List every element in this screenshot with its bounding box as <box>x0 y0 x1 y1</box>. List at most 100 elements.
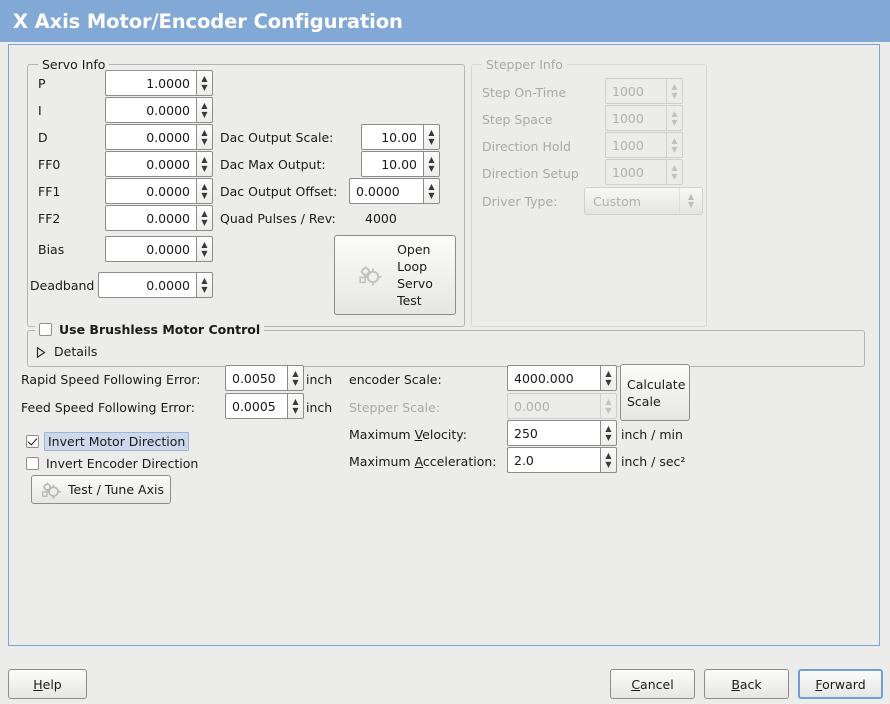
spin-maximum-velocity-value[interactable]: 250 <box>507 420 600 446</box>
chevron-up-icon[interactable]: ▲ <box>201 101 208 110</box>
chevron-down-icon[interactable]: ▼ <box>201 249 208 258</box>
spin-dac-max-output-value[interactable]: 10.00 <box>361 151 423 177</box>
calculate-scale-button[interactable]: Calculate Scale <box>620 364 690 421</box>
chevron-down-icon[interactable]: ▼ <box>201 83 208 92</box>
spin-i[interactable]: 0.0000 ▲▼ <box>105 97 213 123</box>
spin-p-value[interactable]: 1.0000 <box>105 70 196 96</box>
chevron-down-icon[interactable]: ▼ <box>605 460 612 469</box>
spin-deadband-value[interactable]: 0.0000 <box>98 272 196 298</box>
spin-maximum-acceleration[interactable]: 2.0 ▲▼ <box>507 447 617 473</box>
chevron-down-icon[interactable]: ▼ <box>201 191 208 200</box>
spin-rapid-stepper[interactable]: ▲▼ <box>287 365 304 391</box>
chevron-up-icon[interactable]: ▲ <box>201 276 208 285</box>
chevron-up-icon[interactable]: ▲ <box>201 209 208 218</box>
chevron-up-icon[interactable]: ▲ <box>428 155 435 164</box>
help-button[interactable]: Help <box>8 669 87 699</box>
spin-dac-output-scale[interactable]: 10.00 ▲▼ <box>361 124 440 150</box>
chevron-right-icon[interactable] <box>36 346 46 358</box>
spin-bias[interactable]: 0.0000 ▲▼ <box>105 236 213 262</box>
forward-button[interactable]: Forward <box>798 669 883 699</box>
spin-ff1-value[interactable]: 0.0000 <box>105 178 196 204</box>
spin-encoder-scale-stepper[interactable]: ▲▼ <box>600 365 617 391</box>
test-tune-axis-button[interactable]: Test / Tune Axis <box>31 475 171 504</box>
chevron-up-icon[interactable]: ▲ <box>605 369 612 378</box>
spin-p[interactable]: 1.0000 ▲▼ <box>105 70 213 96</box>
cancel-button[interactable]: Cancel <box>610 669 695 699</box>
spin-feed-stepper[interactable]: ▲▼ <box>287 393 304 419</box>
chevron-up-icon[interactable]: ▲ <box>428 128 435 137</box>
spin-ff0-value[interactable]: 0.0000 <box>105 151 196 177</box>
chevron-up-icon[interactable]: ▲ <box>428 182 435 191</box>
chevron-down-icon[interactable]: ▼ <box>292 378 299 387</box>
chevron-down-icon[interactable]: ▼ <box>292 406 299 415</box>
checkbox-box[interactable] <box>39 323 52 336</box>
spin-ff0-stepper[interactable]: ▲▼ <box>196 151 213 177</box>
spin-dac-output-scale-stepper[interactable]: ▲▼ <box>423 124 440 150</box>
chevron-up-icon[interactable]: ▲ <box>201 155 208 164</box>
spin-i-value[interactable]: 0.0000 <box>105 97 196 123</box>
chevron-down-icon[interactable]: ▼ <box>201 285 208 294</box>
chevron-up-icon[interactable]: ▲ <box>201 240 208 249</box>
chevron-up-icon: ▲ <box>671 82 678 91</box>
chevron-down-icon[interactable]: ▼ <box>201 164 208 173</box>
use-brushless-motor-control-checkbox[interactable]: Use Brushless Motor Control <box>35 322 265 337</box>
chevron-up-icon[interactable]: ▲ <box>201 182 208 191</box>
chevron-down-icon[interactable]: ▼ <box>201 218 208 227</box>
chevron-down-icon[interactable]: ▼ <box>428 137 435 146</box>
chevron-up-icon[interactable]: ▲ <box>292 397 299 406</box>
open-loop-servo-test-button[interactable]: Open Loop Servo Test <box>334 235 456 315</box>
checkbox-box[interactable] <box>26 435 39 448</box>
back-button[interactable]: Back <box>704 669 789 699</box>
spin-ff2-value[interactable]: 0.0000 <box>105 205 196 231</box>
chevron-down-icon[interactable]: ▼ <box>201 137 208 146</box>
spin-feed-following-error[interactable]: 0.0005 ▲▼ <box>225 393 304 419</box>
spin-rapid-following-error-value[interactable]: 0.0050 <box>225 365 287 391</box>
invert-motor-direction-checkbox[interactable]: Invert Motor Direction <box>26 432 190 451</box>
spin-maximum-acceleration-stepper[interactable]: ▲▼ <box>600 447 617 473</box>
spin-ff0[interactable]: 0.0000 ▲▼ <box>105 151 213 177</box>
unit-rapid-following-error: inch <box>306 372 333 387</box>
spin-dac-max-output[interactable]: 10.00 ▲▼ <box>361 151 440 177</box>
details-expander[interactable]: Details <box>36 344 97 360</box>
spin-dac-output-scale-value[interactable]: 10.00 <box>361 124 423 150</box>
gears-icon <box>359 266 382 286</box>
spin-p-stepper[interactable]: ▲▼ <box>196 70 213 96</box>
chevron-up-icon[interactable]: ▲ <box>201 128 208 137</box>
chevron-down-icon[interactable]: ▼ <box>605 378 612 387</box>
spin-dac-output-offset[interactable]: 0.0000 ▲▼ <box>349 178 440 204</box>
spin-maximum-acceleration-value[interactable]: 2.0 <box>507 447 600 473</box>
invert-encoder-direction-checkbox[interactable]: Invert Encoder Direction <box>26 456 198 471</box>
chevron-up-icon[interactable]: ▲ <box>605 424 612 433</box>
spin-stepper-scale-stepper: ▲▼ <box>600 393 617 419</box>
spin-ff2[interactable]: 0.0000 ▲▼ <box>105 205 213 231</box>
spin-dac-output-offset-stepper[interactable]: ▲▼ <box>423 178 440 204</box>
chevron-down-icon[interactable]: ▼ <box>201 110 208 119</box>
spin-i-stepper[interactable]: ▲▼ <box>196 97 213 123</box>
spin-bias-value[interactable]: 0.0000 <box>105 236 196 262</box>
spin-ff1[interactable]: 0.0000 ▲▼ <box>105 178 213 204</box>
spin-ff2-stepper[interactable]: ▲▼ <box>196 205 213 231</box>
spin-encoder-scale[interactable]: 4000.000 ▲▼ <box>507 365 617 391</box>
spin-dac-max-output-stepper[interactable]: ▲▼ <box>423 151 440 177</box>
spin-deadband[interactable]: 0.0000 ▲▼ <box>98 272 213 298</box>
spin-bias-stepper[interactable]: ▲▼ <box>196 236 213 262</box>
spin-encoder-scale-value[interactable]: 4000.000 <box>507 365 600 391</box>
spin-d-value[interactable]: 0.0000 <box>105 124 196 150</box>
spin-ff1-stepper[interactable]: ▲▼ <box>196 178 213 204</box>
checkbox-box[interactable] <box>26 457 39 470</box>
chevron-up-icon[interactable]: ▲ <box>201 74 208 83</box>
chevron-up-icon[interactable]: ▲ <box>605 451 612 460</box>
spin-maximum-velocity[interactable]: 250 ▲▼ <box>507 420 617 446</box>
spin-feed-following-error-value[interactable]: 0.0005 <box>225 393 287 419</box>
chevron-down-icon[interactable]: ▼ <box>428 164 435 173</box>
chevron-down-icon[interactable]: ▼ <box>428 191 435 200</box>
spin-maximum-velocity-stepper[interactable]: ▲▼ <box>600 420 617 446</box>
spin-d[interactable]: 0.0000 ▲▼ <box>105 124 213 150</box>
spin-dac-output-offset-value[interactable]: 0.0000 <box>349 178 423 204</box>
spin-deadband-stepper[interactable]: ▲▼ <box>196 272 213 298</box>
chevron-updown-icon: ▲▼ <box>679 188 702 214</box>
chevron-down-icon[interactable]: ▼ <box>605 433 612 442</box>
spin-rapid-following-error[interactable]: 0.0050 ▲▼ <box>225 365 304 391</box>
chevron-up-icon[interactable]: ▲ <box>292 369 299 378</box>
spin-d-stepper[interactable]: ▲▼ <box>196 124 213 150</box>
